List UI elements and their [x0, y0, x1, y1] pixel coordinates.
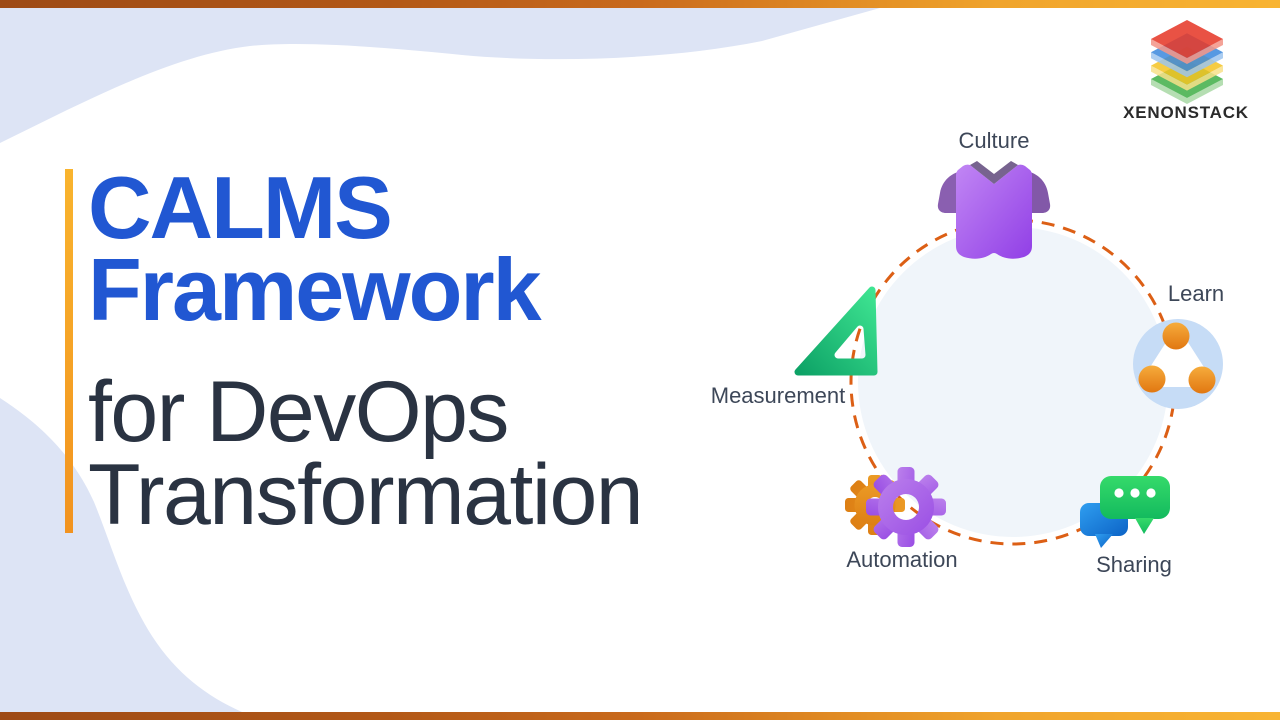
molecule-icon [1133, 319, 1223, 409]
title-line-framework: Framework [88, 240, 542, 339]
diagram-label-sharing: Sharing [1096, 552, 1172, 577]
title-line-for-devops: for DevOps [88, 364, 509, 460]
brand-name: XENONSTACK [1123, 103, 1249, 122]
calms-diagram [794, 161, 1223, 548]
wave-shape-bottom [0, 398, 242, 712]
diagram-label-automation: Automation [846, 547, 958, 572]
chat-bubbles-icon [1080, 476, 1170, 548]
diagram-fill-circle [858, 227, 1168, 537]
set-square-icon [794, 286, 878, 376]
tshirt-icon [937, 161, 1051, 259]
logo-stack-icon [1151, 20, 1223, 104]
bottom-accent-bar [0, 712, 1280, 720]
top-accent-bar [0, 0, 1280, 8]
diagram-label-learn: Learn [1167, 281, 1225, 306]
diagram-label-measurement: Measurement [710, 383, 846, 408]
title-line-calms: CALMS [88, 158, 393, 257]
gears-icon [845, 467, 946, 547]
title-accent-bar [65, 169, 73, 533]
title-line-transformation: Transformation [88, 447, 644, 543]
wave-shape-top [0, 8, 880, 143]
diagram-label-culture: Culture [958, 128, 1030, 153]
